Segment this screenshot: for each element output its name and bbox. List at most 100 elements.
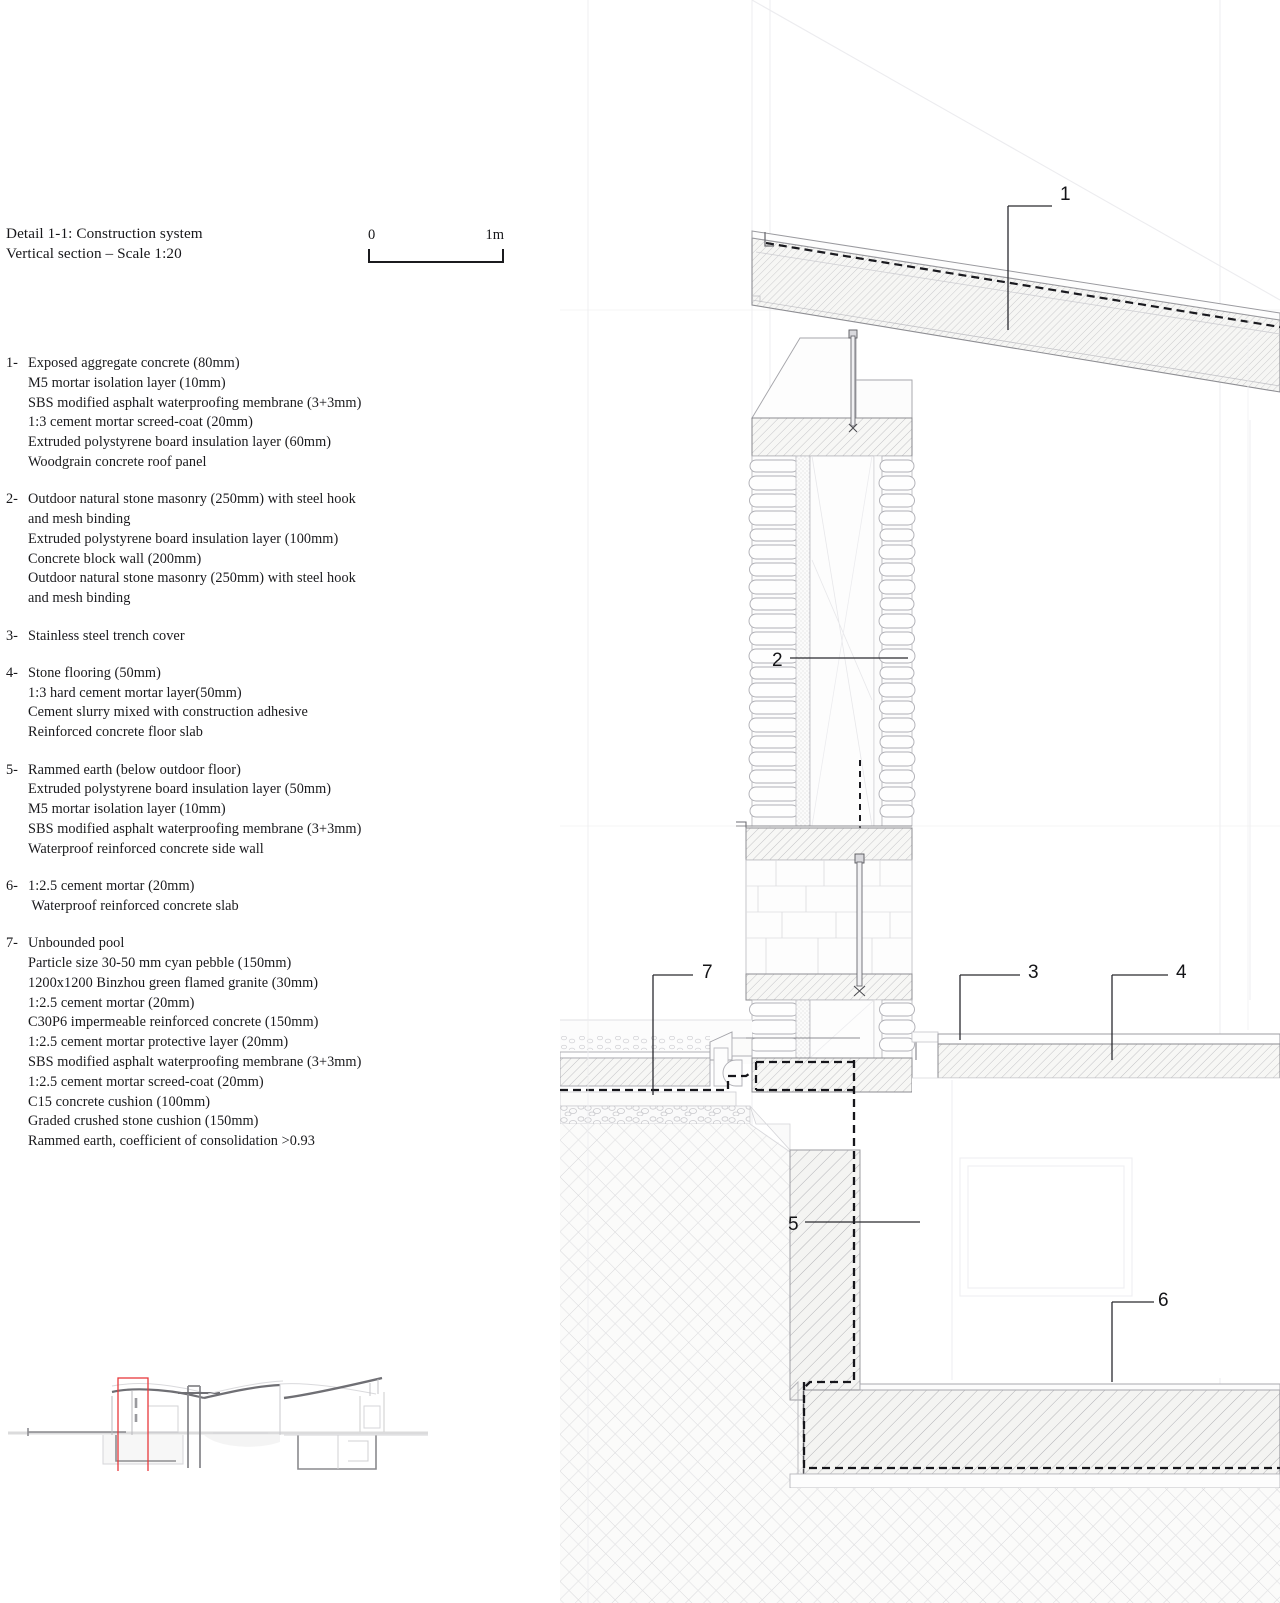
vertical-section-drawing	[560, 0, 1280, 1603]
interior-faint-outline	[959, 1157, 1133, 1297]
granite-slab	[560, 1051, 711, 1059]
upper-roof-profile	[751, 0, 1280, 301]
legend-line: 1:3 hard cement mortar layer(50mm)	[28, 684, 242, 701]
legend-line: Rammed earth, coefficient of consolidati…	[28, 1133, 315, 1150]
legend-line: SBS modified asphalt waterproofing membr…	[28, 394, 362, 411]
rammed-earth-fill	[560, 1124, 860, 1603]
legend-line: 1:2.5 cement mortar (20mm)	[28, 878, 195, 895]
detail-title: Detail 1-1: Construction system	[6, 225, 203, 242]
concrete-cushion	[560, 1091, 737, 1107]
scale-start-label: 0	[368, 227, 376, 243]
legend-text-block: 1:2.5 cement mortar (20mm) Waterproof re…	[28, 877, 406, 917]
legend-line: Waterproof reinforced concrete side wall	[28, 840, 264, 857]
legend-number: 3-	[6, 627, 18, 644]
legend-list: 1- Exposed aggregate concrete (80mm) M5 …	[6, 354, 406, 1169]
legend-line: Cement slurry mixed with construction ad…	[28, 704, 308, 721]
reinforced-concrete-floor-slab	[937, 1043, 1280, 1079]
legend-line: Woodgrain concrete roof panel	[28, 453, 207, 470]
legend-text-block: Stainless steel trench cover	[28, 627, 406, 647]
interior-floor-assembly	[912, 1033, 1280, 1380]
legend-item: 7- Unbounded pool Particle size 30-50 mm…	[6, 934, 406, 1152]
mid-wall-stone-band	[745, 859, 913, 975]
legend-line: SBS modified asphalt waterproofing membr…	[28, 820, 362, 837]
earth-below-slab	[560, 1488, 1280, 1603]
stone-units-left	[748, 459, 800, 818]
foundation-slab-assembly	[560, 1382, 1280, 1603]
legend-line: 1200x1200 Binzhou green flamed granite (…	[28, 974, 319, 991]
waterproof-concrete-side-wall	[789, 1149, 861, 1401]
insulation-layer-left	[795, 455, 811, 827]
legend-line: 1:3 cement mortar screed-coat (20mm)	[28, 414, 253, 431]
legend-line: Extruded polystyrene board insulation la…	[28, 434, 332, 451]
legend-text-block: Unbounded pool Particle size 30-50 mm cy…	[28, 934, 406, 1152]
leader-7	[652, 974, 693, 1095]
leader-6	[1111, 1301, 1154, 1382]
pebble-layer	[560, 1036, 710, 1050]
legend-line: Extruded polystyrene board insulation la…	[28, 530, 339, 547]
legend-line: SBS modified asphalt waterproofing membr…	[28, 1053, 362, 1070]
callout-number-4: 4	[1176, 962, 1187, 983]
legend-number: 4-	[6, 664, 18, 681]
cavity-wall-upper	[748, 455, 916, 827]
legend-line: M5 mortar isolation layer (10mm)	[28, 374, 226, 391]
lower-bearing-band	[745, 973, 913, 1001]
legend-line: Extruded polystyrene board insulation la…	[28, 781, 332, 798]
legend-line: M5 mortar isolation layer (10mm)	[28, 801, 226, 818]
pool-drain-gutter	[722, 1059, 743, 1087]
steel-tie-rod-lower	[853, 853, 866, 997]
legend-text-block: Exposed aggregate concrete (80mm) M5 mor…	[28, 354, 406, 473]
legend-line: Outdoor natural stone masonry (250mm) wi…	[28, 570, 356, 587]
stone-units-right	[878, 459, 916, 818]
legend-number: 2-	[6, 491, 18, 508]
callout-number-6: 6	[1158, 1290, 1169, 1311]
legend-item: 1- Exposed aggregate concrete (80mm) M5 …	[6, 354, 406, 473]
legend-number: 6-	[6, 878, 18, 895]
sill-waterproofing-membrane	[754, 1060, 860, 1092]
cavity-wall-lower	[748, 999, 916, 1059]
slab-waterproofing-membrane	[802, 1382, 1280, 1470]
insulation-lower-left	[795, 999, 811, 1059]
wall-head-wedge	[751, 337, 857, 419]
wall-capping-beam	[751, 417, 913, 457]
legend-line: 1:2.5 cement mortar (20mm)	[28, 994, 195, 1011]
legend-line: 1:2.5 cement mortar protective layer (20…	[28, 1034, 289, 1051]
legend-line: Exposed aggregate concrete (80mm)	[28, 355, 240, 371]
legend-number: 5-	[6, 761, 18, 778]
waterproof-reinforced-concrete-slab	[803, 1389, 1280, 1475]
impermeable-concrete	[560, 1057, 711, 1087]
legend-line: Concrete block wall (200mm)	[28, 550, 202, 567]
scale-end-label: 1m	[485, 227, 504, 243]
legend-line: Unbounded pool	[28, 935, 125, 952]
legend-line: Stone flooring (50mm)	[28, 664, 161, 681]
callout-number-1: 1	[1060, 184, 1071, 205]
legend-item: 6- 1:2.5 cement mortar (20mm) Waterproof…	[6, 877, 406, 917]
flashing-nib	[736, 821, 747, 828]
legend-text-block: Stone flooring (50mm) 1:3 hard cement mo…	[28, 664, 406, 743]
legend-item: 2- Outdoor natural stone masonry (250mm)…	[6, 490, 406, 609]
roof-finish-layer	[751, 230, 1280, 321]
legend-line: Stainless steel trench cover	[28, 627, 185, 644]
roof-waterproofing-membrane	[765, 241, 1280, 329]
legend-line: and mesh binding	[28, 511, 131, 528]
stone-flooring	[937, 1033, 1280, 1045]
legend-line: 1:2.5 cement mortar screed-coat (20mm)	[28, 1073, 264, 1090]
wall-head-assembly	[751, 329, 913, 457]
callout-number-7: 7	[702, 962, 713, 983]
leader-4	[1111, 974, 1168, 1060]
key-plan	[8, 1336, 428, 1471]
leader-3	[959, 974, 1020, 1040]
legend-line: Outdoor natural stone masonry (250mm) wi…	[28, 491, 356, 508]
title-block: Detail 1-1: Construction system Vertical…	[6, 224, 346, 263]
legend-number: 7-	[6, 935, 18, 952]
wall-head-cap	[855, 379, 913, 419]
detail-location-marker	[117, 1377, 149, 1471]
legend-line: Graded crushed stone cushion (150mm)	[28, 1113, 259, 1130]
legend-item: 5- Rammed earth (below outdoor floor) Ex…	[6, 761, 406, 860]
legend-line: and mesh binding	[28, 590, 131, 607]
legend-line: C30P6 impermeable reinforced concrete (1…	[28, 1014, 319, 1031]
roof-slab-assembly	[751, 230, 1280, 393]
cement-mortar-topping	[859, 1383, 1280, 1391]
crushed-stone-cushion	[560, 1105, 751, 1125]
legend-line: Particle size 30-50 mm cyan pebble (150m…	[28, 954, 292, 971]
